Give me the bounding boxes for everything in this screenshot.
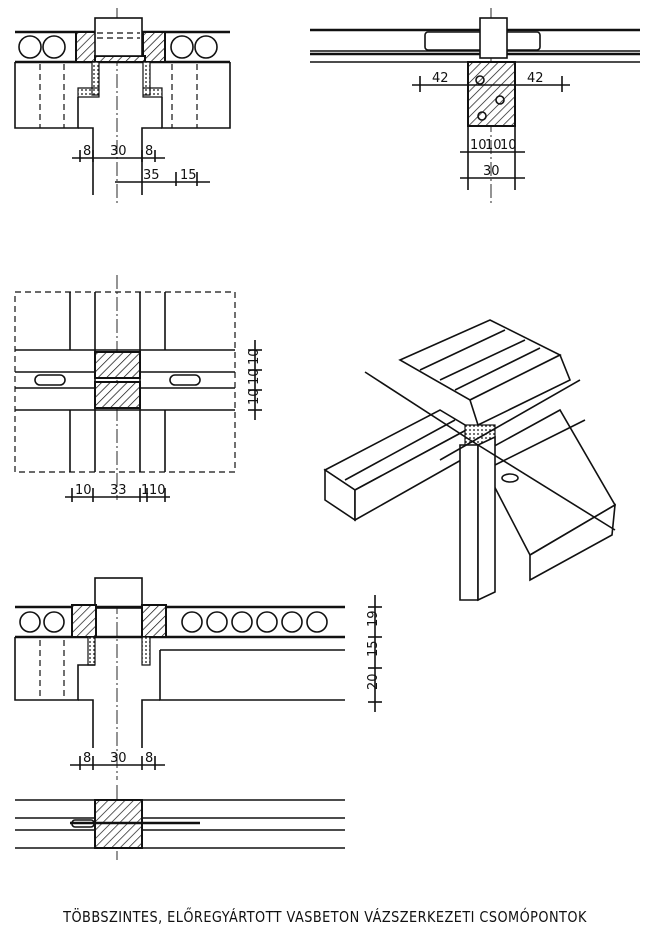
dim-label: 15: [366, 640, 381, 657]
dim-label: 8: [145, 144, 153, 159]
dim-label: 10: [485, 138, 502, 153]
dim-label: 10: [470, 138, 487, 153]
dim-label: 1: [141, 483, 149, 498]
dim-label: 30: [483, 164, 500, 179]
dim-label: 10: [500, 138, 517, 153]
dim-label: 15: [180, 168, 197, 183]
dim-label: 35: [143, 168, 160, 183]
dim-label: 42: [527, 71, 544, 86]
dim-label: 20: [366, 673, 381, 690]
drawing-caption: TÖBBSZINTES, ELŐREGYÁRTOTT VASBETON VÁZS…: [63, 908, 587, 926]
detail-3-plan-view: 10 10 10 10 33 1 10: [14, 275, 262, 502]
dim-label: 33: [110, 483, 127, 498]
dim-label: 8: [83, 751, 91, 766]
detail-5-slab-section: 19 15 20 8 30 8: [14, 577, 382, 780]
dim-label: 42: [432, 71, 449, 86]
dim-label: 30: [110, 144, 127, 159]
dim-label: 10: [149, 483, 166, 498]
dim-label: 10: [75, 483, 92, 498]
detail-6-plan-strip: [15, 785, 345, 860]
dim-label: 8: [83, 144, 91, 159]
detail-1-beam-column-section: 8 30 8 35 15: [14, 8, 231, 205]
dim-label: 10: [247, 348, 262, 365]
dim-label: 30: [110, 751, 127, 766]
dim-label: 10: [247, 368, 262, 385]
detail-4-isometric-node: [323, 319, 617, 602]
dim-label: 8: [145, 751, 153, 766]
dim-label: 19: [366, 610, 381, 627]
detail-2-beam-column-elevation: 42 42 10 10 10 30: [310, 8, 640, 205]
dim-label: 10: [247, 388, 262, 405]
